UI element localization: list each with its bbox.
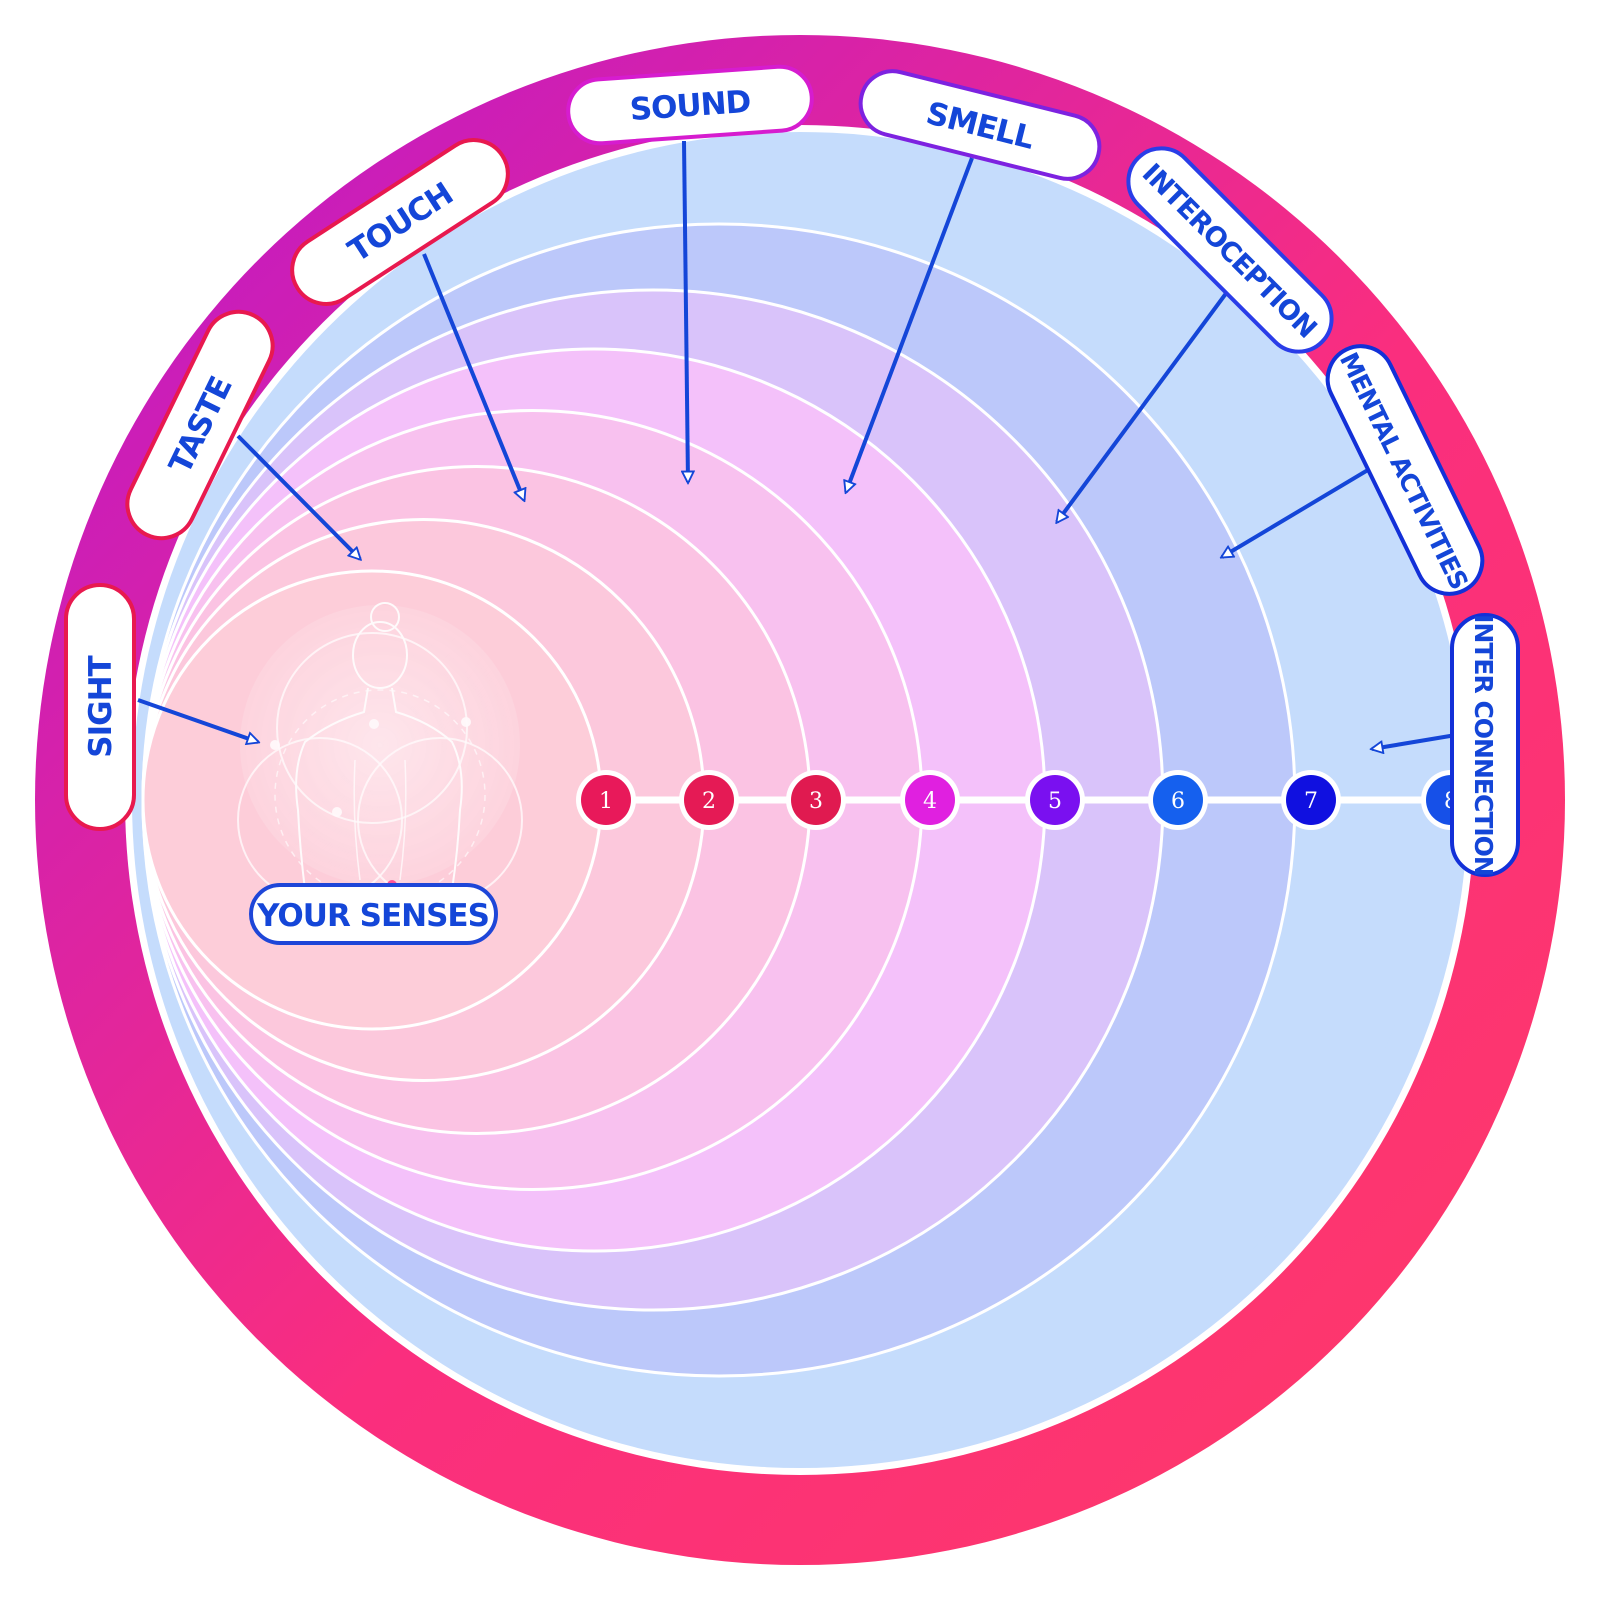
person-figure bbox=[237, 602, 523, 903]
level-number-7: 7 bbox=[1304, 789, 1318, 814]
your-senses-text: YOUR SENSES bbox=[256, 898, 489, 934]
sense-arrow-3 bbox=[422, 253, 524, 500]
level-node-5: 5 bbox=[1025, 770, 1085, 830]
level-node-2: 2 bbox=[679, 770, 739, 830]
level-node-6: 6 bbox=[1148, 770, 1208, 830]
level-node-7: 7 bbox=[1281, 770, 1341, 830]
your-senses-label: YOUR SENSES bbox=[249, 883, 498, 945]
level-number-1: 1 bbox=[599, 789, 613, 814]
level-nodes: 12345678 bbox=[576, 770, 1481, 830]
level-number-5: 5 bbox=[1048, 789, 1062, 814]
sense-label-sight: SIGHT bbox=[83, 655, 119, 757]
sense-arrow-6 bbox=[1057, 286, 1232, 522]
level-number-4: 4 bbox=[923, 789, 937, 814]
sense-pill-smell: SMELL bbox=[858, 69, 1102, 181]
sense-label-sound: SOUND bbox=[629, 84, 752, 128]
sense-pill-inter-connection: INTER CONNECTION bbox=[1450, 613, 1520, 877]
level-node-1: 1 bbox=[576, 770, 636, 830]
sense-arrow-7 bbox=[1222, 456, 1390, 559]
sense-label-inter-connection: INTER CONNECTION bbox=[1469, 614, 1498, 876]
sense-arrow-5 bbox=[846, 157, 974, 492]
level-node-3: 3 bbox=[786, 770, 846, 830]
level-number-2: 2 bbox=[702, 789, 716, 814]
sense-arrow-2 bbox=[236, 434, 360, 559]
sense-arrow-4 bbox=[684, 140, 688, 482]
sense-pill-sight: SIGHT bbox=[64, 583, 136, 831]
level-number-6: 6 bbox=[1171, 789, 1185, 814]
sense-arrow-1 bbox=[137, 698, 258, 742]
level-number-3: 3 bbox=[809, 789, 823, 814]
sense-pill-sound: SOUND bbox=[566, 64, 814, 146]
level-node-4: 4 bbox=[900, 770, 960, 830]
